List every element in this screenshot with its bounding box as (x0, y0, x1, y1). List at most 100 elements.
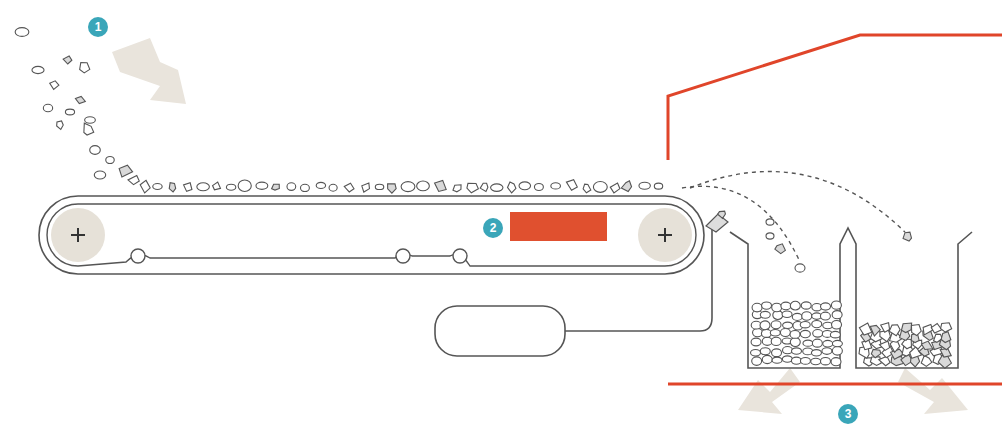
rock (300, 184, 309, 191)
rock (583, 184, 591, 193)
rock (375, 184, 383, 189)
rock (610, 183, 620, 193)
callout-text: 1 (95, 21, 102, 33)
rock (43, 104, 52, 112)
rock (781, 302, 791, 310)
callout-number: 1 (88, 17, 108, 37)
rock (453, 185, 461, 192)
rock (832, 321, 842, 329)
rock (197, 183, 210, 191)
rock (316, 182, 325, 188)
output-arrow (738, 368, 800, 414)
rock (923, 324, 933, 334)
rock (75, 97, 85, 104)
idler-roller (453, 249, 467, 263)
rock (84, 123, 94, 135)
rock (15, 28, 29, 37)
rock (792, 313, 802, 320)
rock (879, 341, 889, 350)
rock (718, 211, 726, 218)
rock (780, 329, 790, 337)
rock (832, 311, 842, 319)
rock (401, 182, 415, 192)
callout-number: 3 (838, 404, 858, 424)
rock (762, 302, 772, 309)
rock (551, 183, 561, 189)
rock (57, 121, 64, 129)
rock (821, 357, 831, 364)
idler-roller (131, 249, 145, 263)
rock (50, 81, 59, 90)
rock (800, 358, 810, 365)
rock (508, 182, 516, 193)
rock (329, 184, 337, 191)
rock (771, 337, 781, 345)
rock (128, 175, 139, 184)
rock (881, 323, 890, 332)
rock (256, 182, 268, 189)
rock (831, 301, 841, 309)
rock (812, 339, 822, 347)
rock (790, 301, 800, 310)
rock (795, 264, 805, 272)
rock (272, 184, 280, 190)
rock (106, 156, 115, 163)
rock (901, 323, 911, 332)
rock (226, 184, 235, 190)
rock (941, 323, 952, 332)
conveyor-belt (39, 196, 704, 274)
air-nozzle (706, 214, 728, 232)
rock (770, 330, 780, 336)
collection-bins (730, 228, 972, 368)
rock (771, 321, 781, 329)
rock (813, 330, 823, 338)
trajectory (682, 186, 800, 262)
rock (760, 348, 770, 355)
rock (519, 182, 531, 190)
rock (119, 165, 132, 177)
rock (388, 184, 397, 193)
idler-roller (396, 249, 410, 263)
rock (566, 180, 577, 191)
feed-arrow (112, 38, 186, 104)
rock (782, 311, 792, 318)
rock (803, 340, 813, 346)
rock (921, 356, 932, 367)
rock (831, 358, 841, 366)
rock (417, 181, 430, 191)
callout-number: 2 (483, 218, 503, 238)
rock (344, 183, 354, 192)
rock (783, 322, 793, 328)
air-line (565, 226, 712, 331)
output-arrow (898, 368, 968, 414)
rock (654, 183, 662, 189)
rock (820, 312, 830, 320)
rock (832, 340, 842, 346)
rock (639, 182, 650, 189)
rock (140, 180, 150, 193)
rock (811, 358, 821, 364)
rock (800, 330, 810, 337)
compressor-tank (435, 306, 565, 356)
rock (790, 338, 800, 347)
sensor (510, 212, 607, 241)
rock (871, 349, 881, 357)
rock (153, 183, 162, 189)
rock (766, 233, 774, 239)
rock (830, 331, 840, 338)
rock (772, 303, 782, 312)
rock (534, 184, 543, 191)
rock (184, 183, 192, 192)
rock (802, 312, 812, 321)
rock (782, 356, 792, 362)
rock (812, 320, 822, 327)
rock (775, 244, 785, 254)
belt-inner (47, 204, 696, 266)
callout-text: 2 (490, 222, 497, 234)
rock (766, 219, 774, 225)
rock (811, 350, 821, 356)
rock (870, 325, 880, 336)
trajectory (690, 172, 905, 232)
rock (783, 347, 793, 354)
